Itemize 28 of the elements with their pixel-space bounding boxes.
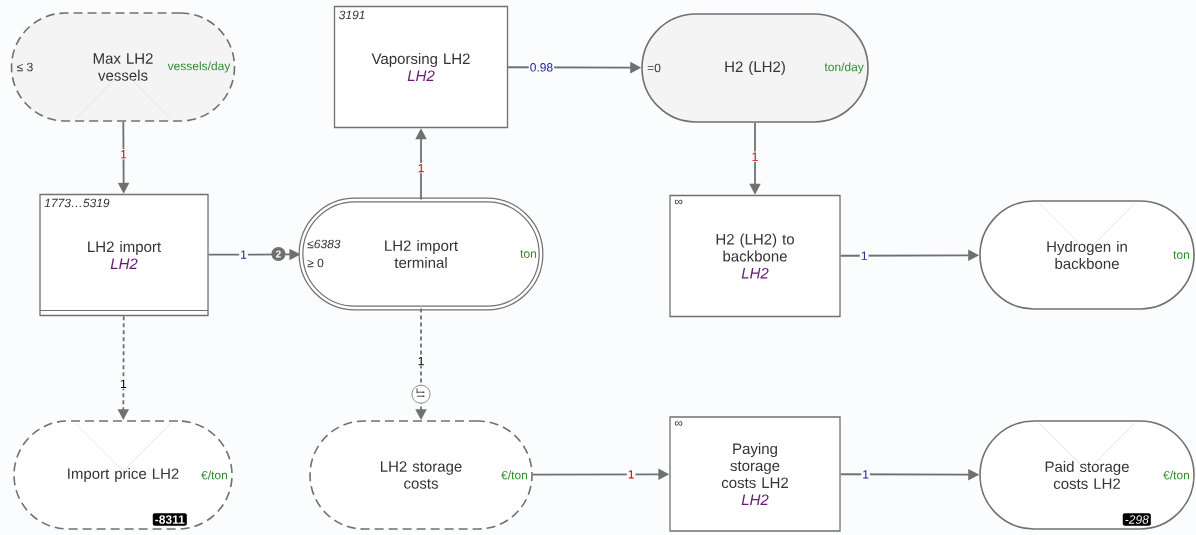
bound-label: =0 xyxy=(647,63,661,73)
edge-label: 1 xyxy=(861,251,867,260)
number-badge: 2 xyxy=(271,247,286,261)
edge-label: 1 xyxy=(752,152,758,161)
edge-label: 1 xyxy=(863,470,869,479)
unit-label: ton xyxy=(520,250,537,258)
edge-label: 1 xyxy=(121,150,127,159)
value-badge: -298 xyxy=(1122,513,1151,526)
edge-label: 1 xyxy=(418,356,424,366)
value-label: 1773…5319 xyxy=(44,198,110,208)
unit-label: ton/day xyxy=(824,62,864,74)
edge-label: 0.98 xyxy=(530,63,553,72)
unit-label: ton xyxy=(1173,251,1189,259)
edge-label: 1 xyxy=(418,163,424,173)
edge-label: 1 xyxy=(628,470,634,479)
unit-label: €/ton xyxy=(201,470,228,480)
edge-label: 1 xyxy=(121,379,127,388)
bound-label: ≤6383 xyxy=(307,239,341,249)
value-label: 3191 xyxy=(339,10,365,20)
bound-label: ≥ 0 xyxy=(307,258,324,268)
unit-label: €/ton xyxy=(501,470,528,480)
value-badge: -8311 xyxy=(152,513,187,526)
bound-label: ≤ 3 xyxy=(17,62,33,72)
value-label: ∞ xyxy=(674,199,683,205)
unit-label: vessels/day xyxy=(167,61,231,73)
value-label: ∞ xyxy=(674,421,683,426)
unit-label: €/ton xyxy=(1163,470,1189,480)
edge-label: 1 xyxy=(241,250,247,259)
